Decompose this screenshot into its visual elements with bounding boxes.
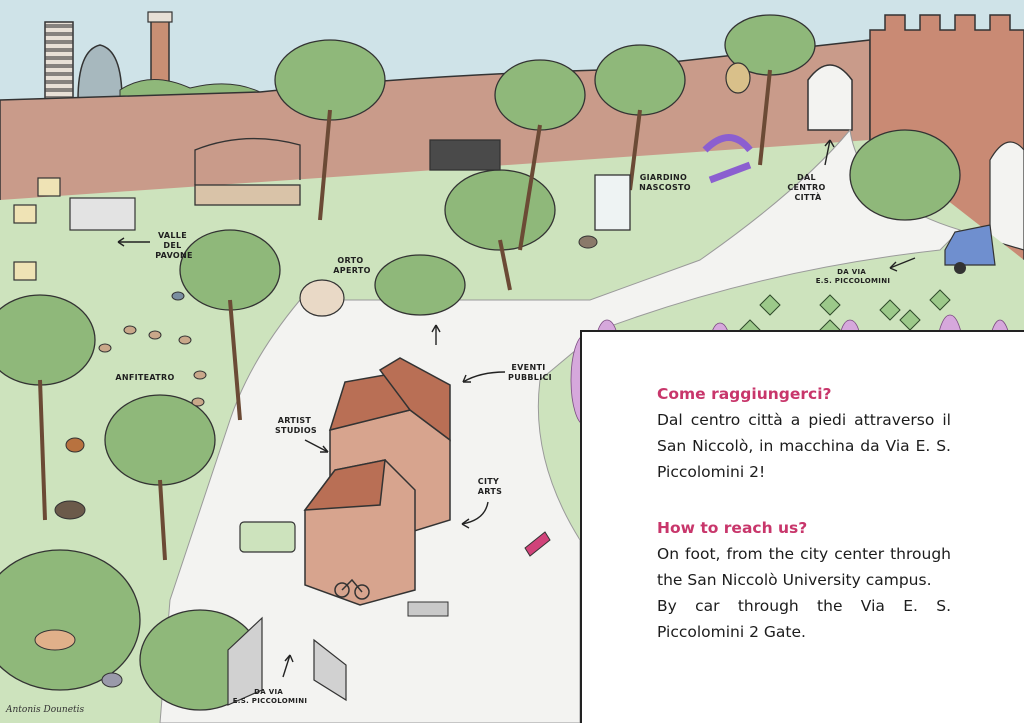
cat-icon [101,672,123,688]
truck-icon [239,521,296,553]
heading-it: Come raggiungerci? [657,385,832,403]
greenhouse-icon [194,137,631,231]
body-en-car: By car through the Via E. S. Piccolomini… [657,597,951,641]
label-giardino-nascosto: GIARDINO NASCOSTO [639,173,691,192]
tree-icon [444,169,556,251]
info-panel [580,330,1024,723]
body-it: Dal centro città a piedi attraverso il S… [657,411,951,481]
car-icon [944,224,996,274]
gate-icon [313,638,347,702]
deer-icon [34,629,76,651]
gate-icon [807,64,853,131]
arrow-icon [117,139,916,678]
bird-icon [171,291,185,301]
heading-en: How to reach us? [657,519,808,537]
tree-icon [849,129,961,221]
hedgehog-icon [54,500,86,520]
amphitheatre-seats [98,325,207,407]
tree-cluster [0,14,961,711]
tree-icon [104,394,216,486]
tree-icon [179,229,281,311]
directions-text: Come raggiungerci? Dal centro città a pi… [657,383,951,645]
bench-icon [524,531,551,557]
squirrel-icon [65,437,85,453]
arch-installation [702,134,753,184]
label-anfiteatro: ANFITEATRO [115,373,174,382]
label-artist-studios: ARTIST STUDIOS [275,416,317,435]
tree-icon [274,39,386,121]
label-da-via-piccolomini-bottom: DA VIA E.S. PICCOLOMINI [233,688,308,705]
body-en-foot: On foot, from the city center through th… [657,545,951,589]
gate-icon [227,616,263,706]
picnic-table [407,601,449,617]
label-valle-del-pavone: VALLE DEL PAVONE [155,231,193,260]
rabbit-icon [578,235,598,249]
label-dal-centro-citta: DAL CENTRO CITTÀ [787,173,828,202]
tree-icon [594,44,686,116]
tree-icon [374,254,466,316]
label-da-via-piccolomini-right: DA VIA E.S. PICCOLOMINI [816,268,891,285]
dome-icon [77,44,123,101]
oven-icon [299,279,345,317]
shed [69,197,136,231]
artist-studios-building [303,357,451,606]
label-orto-aperto: ORTO APERTO [333,256,370,275]
bicycle-icon [334,578,370,600]
siena-skyline [44,11,261,103]
label-city-arts: CITY ARTS [478,477,502,496]
tree-icon [494,59,586,131]
beehive-icon [13,62,751,281]
tree-icon [0,549,141,691]
artist-signature: Antonis Dounetis [5,705,85,715]
label-eventi-pubblici: EVENTI PUBBLICI [508,363,552,382]
